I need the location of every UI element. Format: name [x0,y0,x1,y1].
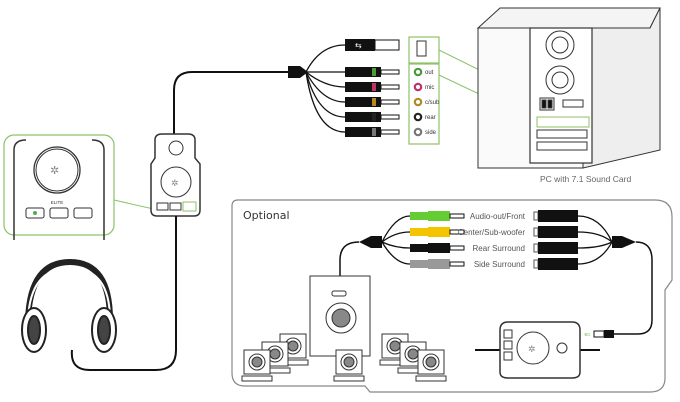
control-panel-closeup: ✲ ELITE [3,134,115,240]
pc-caption: PC with 7.1 Sound Card [540,174,631,184]
connection-label: Rear Surround [473,244,525,253]
port-label: out [425,70,434,76]
satellite-speaker [241,349,273,382]
port-label: side [425,130,437,136]
brand-label: ELITE [51,200,64,205]
speaker-system [241,275,447,382]
satellite-speaker [333,349,365,382]
jack-icon [413,67,423,77]
audio-plug-side [345,127,400,137]
bass-button [73,207,93,219]
razer-logo-icon: ✲ [50,165,59,177]
speaker-splitter [359,236,382,248]
svg-text:✲: ✲ [171,178,179,188]
jack-icon [413,82,423,92]
jack-icon [413,127,423,137]
usb-plug: ⇆ [345,39,400,51]
arrow-left-icon: ⇐ [584,330,591,339]
unit-splitter [612,236,636,248]
connection-label: Audio-out/Front [470,212,526,221]
audio-plug-rear [345,112,400,122]
audio-plug-out [345,67,400,77]
headset-cable [70,216,177,371]
connection-row: Center/Sub-woofer [381,226,613,243]
jack-icon [413,112,423,122]
port-label: rear [425,115,436,121]
port-label: c/sub [425,100,440,106]
optional-title: Optional [243,209,290,222]
pc-tower [476,7,661,169]
optional-control-unit: ✲ ⇐ [475,321,614,379]
svg-text:✲: ✲ [528,344,536,354]
connection-label: Center/Sub-woofer [458,228,525,237]
connection-row: Audio-out/Front [381,210,613,243]
cable-splitter [288,66,308,78]
connection-label: Side Surround [474,260,525,269]
surround-button [49,207,69,219]
satellite-speaker [415,349,447,382]
connection-row: Side Surround [381,241,613,270]
jack-icon [413,97,423,107]
connection-row: Rear Surround [381,241,613,254]
audio-control-unit: ✲ [150,133,201,217]
split-cables [305,44,346,133]
headphones [21,258,117,353]
main-cable [173,71,290,135]
audio-plug-mic [345,82,400,92]
audio-plug-csub [345,97,400,107]
usb-icon: ⇆ [355,41,362,50]
usb-port-icon [416,40,427,57]
port-label: mic [425,85,434,91]
